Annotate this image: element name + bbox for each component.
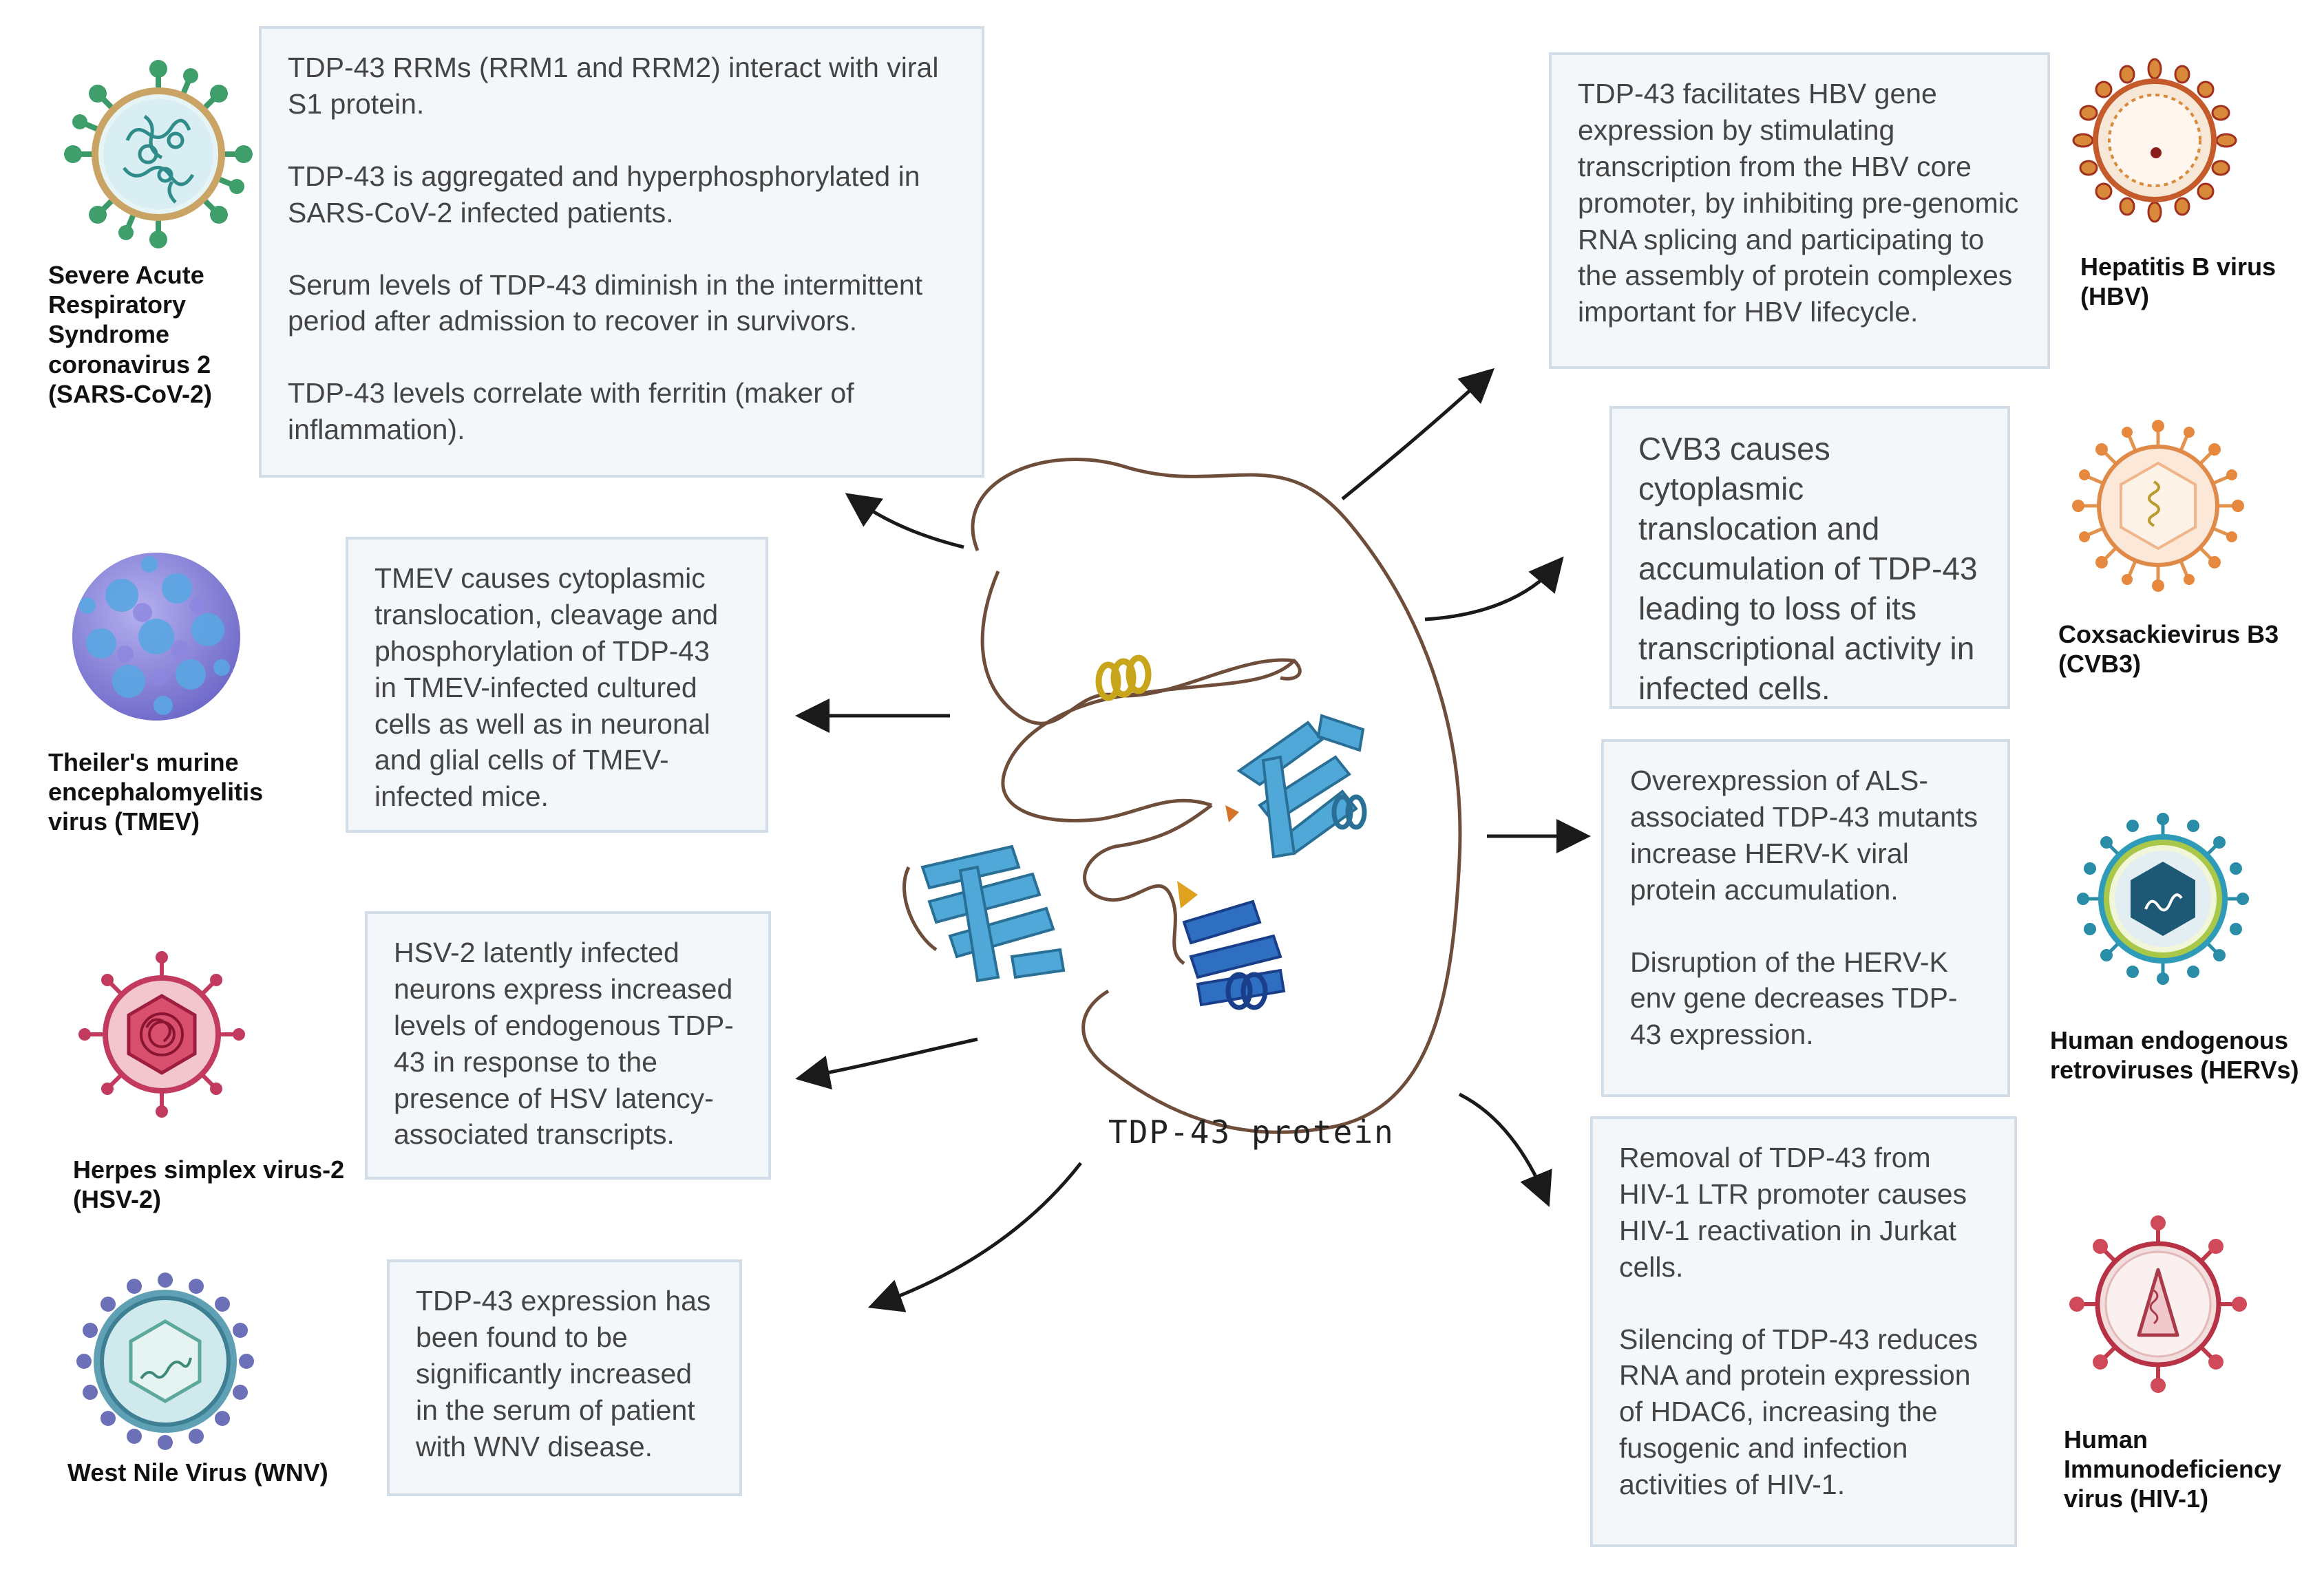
cvb3-findings-box: CVB3 causes cytoplasmic translocation an… — [1609, 406, 2010, 709]
finding-text: Overexpression of ALS-associated TDP-43 … — [1630, 765, 1978, 906]
protein-coil — [971, 458, 1462, 1134]
finding-text: TDP-43 is aggregated and hyperphosphoryl… — [288, 160, 920, 228]
herv-findings-box: Overexpression of ALS-associated TDP-43 … — [1601, 739, 2010, 1097]
arrow-to-cvb3 — [1424, 556, 1564, 621]
hiv-label: Human Immunodeficiency virus (HIV-1) — [2064, 1425, 2282, 1513]
finding-text: TDP-43 levels correlate with ferritin (m… — [288, 377, 854, 446]
arrow-to-hiv — [1458, 1092, 1552, 1207]
finding-text: TDP-43 facilitates HBV gene expression b… — [1578, 78, 2019, 328]
hiv-findings-box: Removal of TDP-43 from HIV-1 LTR promote… — [1590, 1116, 2017, 1547]
finding-text: Silencing of TDP-43 reduces RNA and prot… — [1619, 1323, 1978, 1501]
hiv-icon — [2069, 1215, 2247, 1393]
protein-label: TDP-43 protein — [1108, 1114, 1395, 1151]
protein-coil — [1001, 659, 1296, 822]
finding-text: CVB3 causes cytoplasmic translocation an… — [1638, 431, 1978, 706]
finding-text: TDP-43 expression has been found to be s… — [416, 1285, 711, 1462]
arrow-to-sars — [845, 493, 964, 549]
wnv-label: West Nile Virus (WNV) — [67, 1458, 328, 1487]
coronavirus-icon — [64, 60, 253, 248]
arrow-to-wnv — [867, 1162, 1082, 1312]
protein-helix — [1095, 654, 1152, 701]
retrovirus-icon — [2077, 813, 2249, 985]
coxsackievirus-icon — [2072, 420, 2244, 592]
herpes-virus-icon — [78, 951, 245, 1118]
herv-label: Human endogenous retroviruses (HERVs) — [2050, 1026, 2299, 1085]
hbv-label: Hepatitis B virus (HBV) — [2080, 253, 2277, 311]
hsv-findings-box: HSV-2 latently infected neurons express … — [365, 911, 771, 1180]
arrow-to-hbv — [1341, 368, 1495, 500]
hbv-findings-box: TDP-43 facilitates HBV gene expression b… — [1549, 52, 2050, 369]
rrm2-domain — [1236, 714, 1365, 859]
rrm1-domain — [920, 844, 1066, 983]
hepatitis-b-virus-icon — [2072, 58, 2237, 223]
finding-text: Disruption of the HERV-K env gene decrea… — [1630, 946, 1958, 1051]
arrow-to-hsv — [795, 1037, 978, 1090]
finding-text: TDP-43 RRMs (RRM1 and RRM2) interact wit… — [288, 52, 939, 120]
tmev-findings-box: TMEV causes cytoplasmic translocation, c… — [346, 537, 768, 833]
theiler-virus-icon — [72, 553, 240, 721]
tmev-label: Theiler's murine encephalomyelitis virus… — [48, 748, 264, 836]
protein-coil — [1083, 803, 1213, 966]
hsv-label: Herpes simplex virus-2 (HSV-2) — [73, 1156, 345, 1214]
west-nile-virus-icon — [76, 1272, 254, 1450]
finding-text: Removal of TDP-43 from HIV-1 LTR promote… — [1619, 1142, 1967, 1283]
sars-findings-box: TDP-43 RRMs (RRM1 and RRM2) interact wit… — [259, 26, 984, 478]
wnv-findings-box: TDP-43 expression has been found to be s… — [387, 1259, 742, 1496]
finding-text: HSV-2 latently infected neurons express … — [394, 937, 734, 1151]
cvb3-label: Coxsackievirus B3 (CVB3) — [2058, 620, 2279, 679]
sars-label: Severe Acute Respiratory Syndrome corona… — [48, 261, 213, 408]
finding-text: Serum levels of TDP-43 diminish in the i… — [288, 268, 923, 337]
finding-text: TMEV causes cytoplasmic translocation, c… — [374, 562, 719, 813]
